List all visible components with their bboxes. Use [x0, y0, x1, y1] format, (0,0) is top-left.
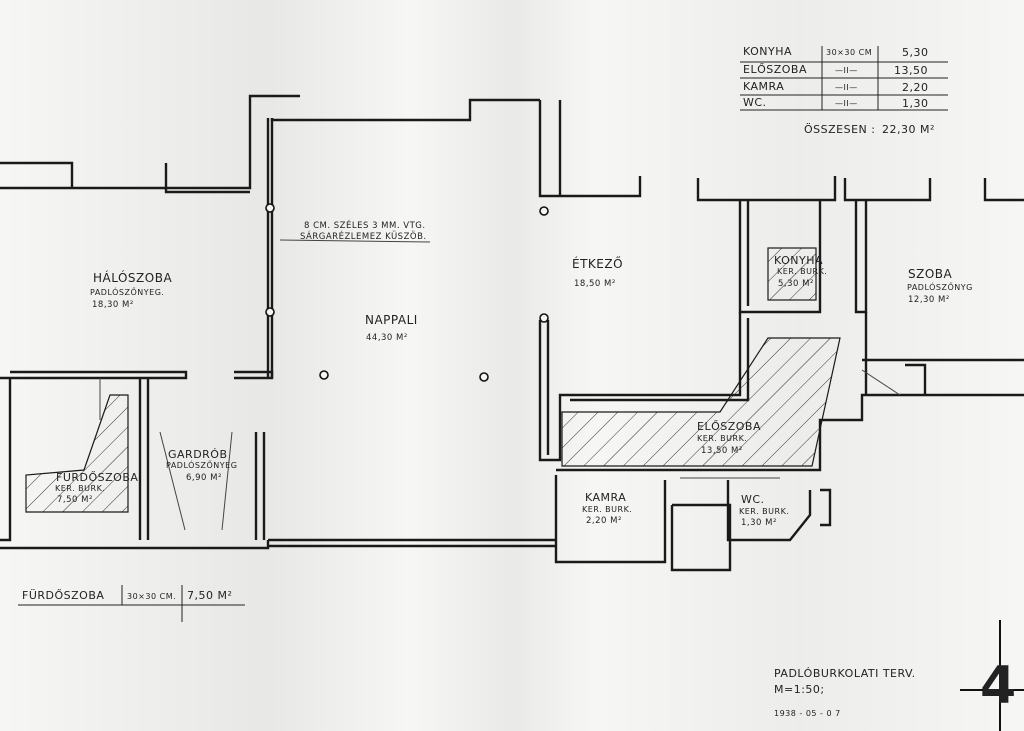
- tile-total-value: 22,30 M²: [882, 123, 935, 136]
- area-furdo: 7,50 M²: [57, 495, 93, 505]
- floor-type-wc: KER. BURK.: [739, 507, 790, 516]
- door-lines: [99, 239, 901, 531]
- title-block-lines: [960, 620, 1024, 731]
- drawing-date: 1938 - 05 - 0 7: [774, 709, 841, 718]
- tile-row-konyha-size: 30×30 CM: [826, 48, 873, 57]
- threshold-note-line2: SÁRGARÉZLEMEZ KÜSZÖB.: [300, 232, 427, 242]
- room-label-eloszoba: ELŐSZOBA: [697, 420, 761, 433]
- bath-legend-room: FÜRDŐSZOBA: [22, 589, 105, 602]
- room-label-wc: WC.: [741, 493, 765, 506]
- tiled-areas: [25, 247, 841, 513]
- room-label-furdo: FÜRDŐSZOBA: [56, 471, 139, 484]
- floor-type-konyha: KER. BURK.: [777, 267, 828, 276]
- room-label-konyha: KONYHA: [774, 254, 824, 267]
- tile-row-kamra-size: —II—: [835, 83, 858, 92]
- tile-table-lines: [740, 46, 948, 111]
- floor-type-furdo: KER. BURK.: [55, 484, 106, 493]
- room-label-halo: HÁLÓSZOBA: [93, 271, 173, 285]
- floor-type-halo: PADLÓSZŐNYEG.: [90, 288, 165, 297]
- area-halo: 18,30 M²: [92, 300, 134, 310]
- floor-type-eloszoba: KER. BURK.: [697, 434, 748, 443]
- walls: [0, 94, 1024, 572]
- area-wc: 1,30 M²: [741, 518, 777, 528]
- floor-type-kamra: KER. BURK.: [582, 505, 633, 514]
- tile-row-eloszoba-area: 13,50: [894, 64, 928, 77]
- tile-row-kamra-area: 2,20: [902, 81, 929, 94]
- tile-row-eloszoba-room: ELŐSZOBA: [743, 63, 807, 76]
- area-szoba: 12,30 M²: [908, 295, 950, 305]
- door-hinges: [265, 203, 549, 382]
- drawing-scale: M=1:50;: [774, 683, 825, 696]
- area-eloszoba: 13,50 M²: [701, 446, 743, 456]
- tile-row-kamra-room: KAMRA: [743, 80, 785, 93]
- bath-legend-size: 30×30 CM.: [127, 592, 177, 601]
- area-nappali: 44,30 M²: [366, 333, 408, 343]
- area-etkezo: 18,50 M²: [574, 279, 616, 289]
- area-konyha: 5,30 M²: [778, 279, 814, 289]
- floor-type-szoba: PADLÓSZŐNYG: [907, 283, 973, 292]
- area-gardrob: 6,90 M²: [186, 473, 222, 483]
- area-kamra: 2,20 M²: [586, 516, 622, 526]
- tile-row-eloszoba-size: —II—: [835, 66, 858, 75]
- room-label-kamra: KAMRA: [585, 491, 627, 504]
- room-label-etkezo: ÉTKEZŐ: [572, 257, 624, 271]
- room-label-szoba: SZOBA: [908, 267, 953, 281]
- tile-row-wc-area: 1,30: [902, 97, 929, 110]
- room-label-gardrob: GARDRÓB: [168, 448, 228, 461]
- room-label-nappali: NAPPALI: [365, 313, 418, 327]
- threshold-note-line1: 8 CM. SZÉLES 3 MM. VTG.: [304, 221, 426, 231]
- tile-row-konyha-room: KONYHA: [743, 45, 793, 58]
- sheet-number: 4: [980, 656, 1017, 716]
- tile-total-label: ÖSSZESEN :: [804, 123, 876, 136]
- bath-legend-area: 7,50 M²: [187, 589, 233, 602]
- floor-type-gardrob: PADLÓSZŐNYEG: [166, 461, 238, 470]
- bath-legend-lines: [18, 585, 245, 622]
- tile-row-wc-size: —II—: [835, 99, 858, 108]
- drawing-title: PADLÓBURKOLATI TERV.: [774, 667, 916, 680]
- tile-row-konyha-area: 5,30: [902, 46, 929, 59]
- tile-row-wc-room: WC.: [743, 96, 767, 109]
